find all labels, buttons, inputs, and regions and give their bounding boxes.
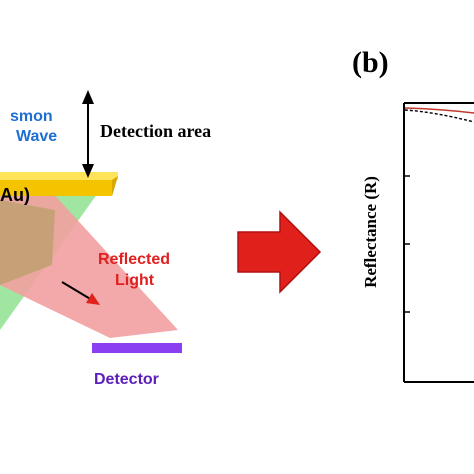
panel-b: (b) Reflectance (R) <box>352 46 474 383</box>
plasmon-wave-label-line2: Wave <box>16 128 57 145</box>
panel-b-label: (b) <box>352 46 389 79</box>
reflectance-curve-solid <box>404 107 474 114</box>
plot-frame <box>403 102 474 383</box>
reflectance-curve-dashed <box>404 109 474 123</box>
transition-arrow <box>237 210 322 294</box>
detector-label: Detector <box>94 371 159 388</box>
panel-a: smon Wave Detection area Au) Reflected L… <box>0 90 211 388</box>
detector-bar <box>92 343 182 353</box>
metal-film-label: Au) <box>0 185 30 205</box>
reflected-light-label-line2: Light <box>115 272 155 289</box>
reflected-light-label-line1: Reflected <box>98 251 170 268</box>
plasmon-wave-label-line1: smon <box>10 108 53 125</box>
detection-area-arrow <box>82 90 94 178</box>
beam-overlap-region <box>0 200 55 285</box>
y-axis-label: Reflectance (R) <box>361 176 380 288</box>
detection-area-label: Detection area <box>100 121 211 141</box>
reflection-direction-arrow <box>61 281 100 305</box>
